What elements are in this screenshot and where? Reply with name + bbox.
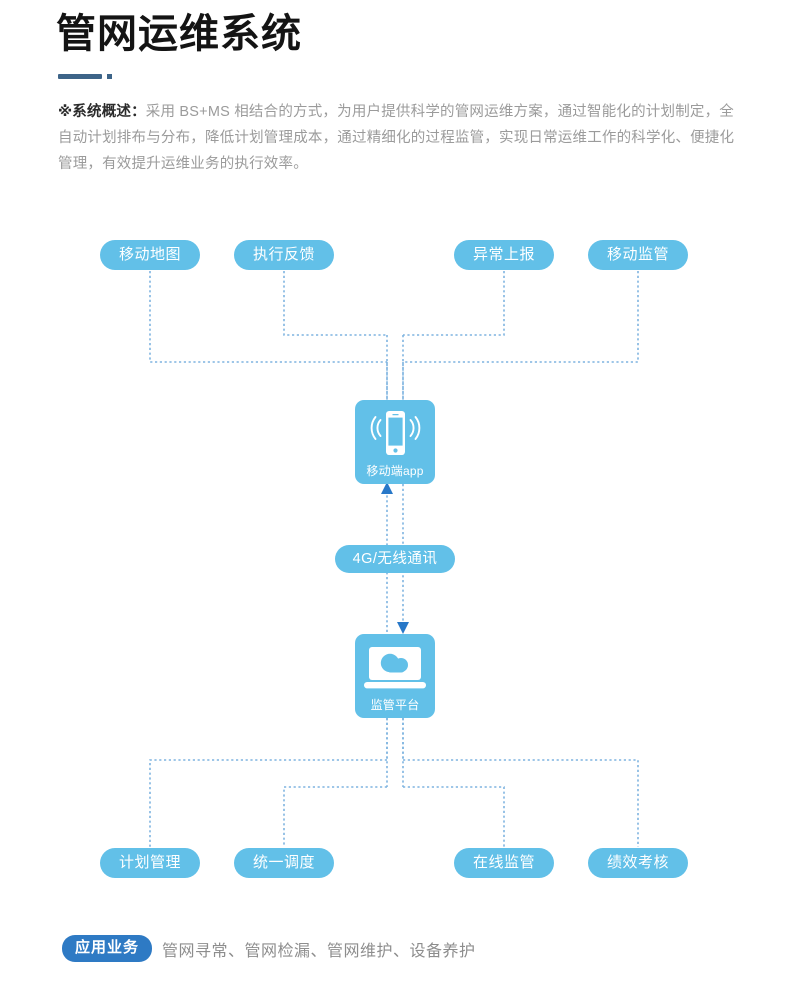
node-online-supervision[interactable]: 在线监管 [454, 848, 554, 878]
node-execution-feedback[interactable]: 执行反馈 [234, 240, 334, 270]
smartphone-signal-icon [355, 407, 435, 463]
node-mobile-map[interactable]: 移动地图 [100, 240, 200, 270]
platform-caption: 监管平台 [370, 698, 420, 712]
node-performance-review[interactable]: 绩效考核 [588, 848, 688, 878]
node-unified-dispatch[interactable]: 统一调度 [234, 848, 334, 878]
overview-body: 采用 BS+MS 相结合的方式，为用户提供科学的管网运维方案，通过智能化的计划制… [58, 104, 735, 172]
footer: 应用业务 管网寻常、管网检漏、管网维护、设备养护 [62, 935, 476, 962]
supervision-platform-node[interactable]: 监管平台 [355, 634, 435, 718]
title-rule [58, 74, 102, 79]
node-exception-report[interactable]: 异常上报 [454, 240, 554, 270]
node-mobile-supervision[interactable]: 移动监管 [588, 240, 688, 270]
uplink-arrow-icon [381, 482, 393, 494]
page-title: 管网运维系统 [56, 12, 302, 56]
mobile-app-caption: 移动端app [366, 464, 424, 478]
overview-lead: ※系统概述： [58, 104, 146, 120]
application-business-badge: 应用业务 [62, 935, 153, 962]
downlink-arrow-icon [397, 622, 409, 634]
application-business-text: 管网寻常、管网检漏、管网维护、设备养护 [162, 942, 476, 960]
laptop-cloud-icon [355, 641, 435, 697]
system-overview: ※系统概述：采用 BS+MS 相结合的方式，为用户提供科学的管网运维方案，通过智… [58, 99, 748, 177]
node-wireless-link[interactable]: 4G/无线通讯 [335, 545, 455, 573]
mobile-app-node[interactable]: 移动端app [355, 400, 435, 484]
title-rule-dot [107, 74, 112, 79]
node-plan-management[interactable]: 计划管理 [100, 848, 200, 878]
